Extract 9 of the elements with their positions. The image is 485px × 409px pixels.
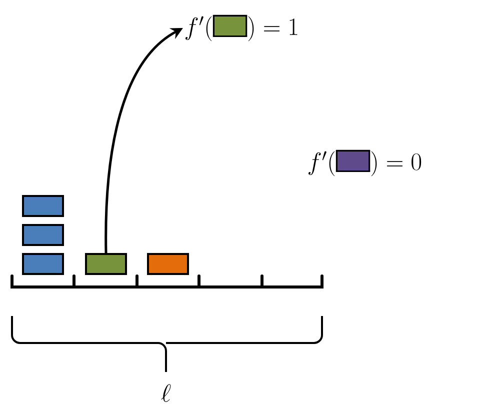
- label: $) = 0$: [371, 151, 422, 176]
- block: [147, 252, 189, 275]
- formula: $f'($ $) = 0$: [308, 150, 422, 176]
- block: [85, 252, 127, 275]
- length-label: $\ell$: [161, 384, 171, 402]
- block: [22, 252, 64, 275]
- block: [22, 194, 64, 217]
- block: [22, 224, 64, 246]
- label: $f'($: [308, 151, 335, 176]
